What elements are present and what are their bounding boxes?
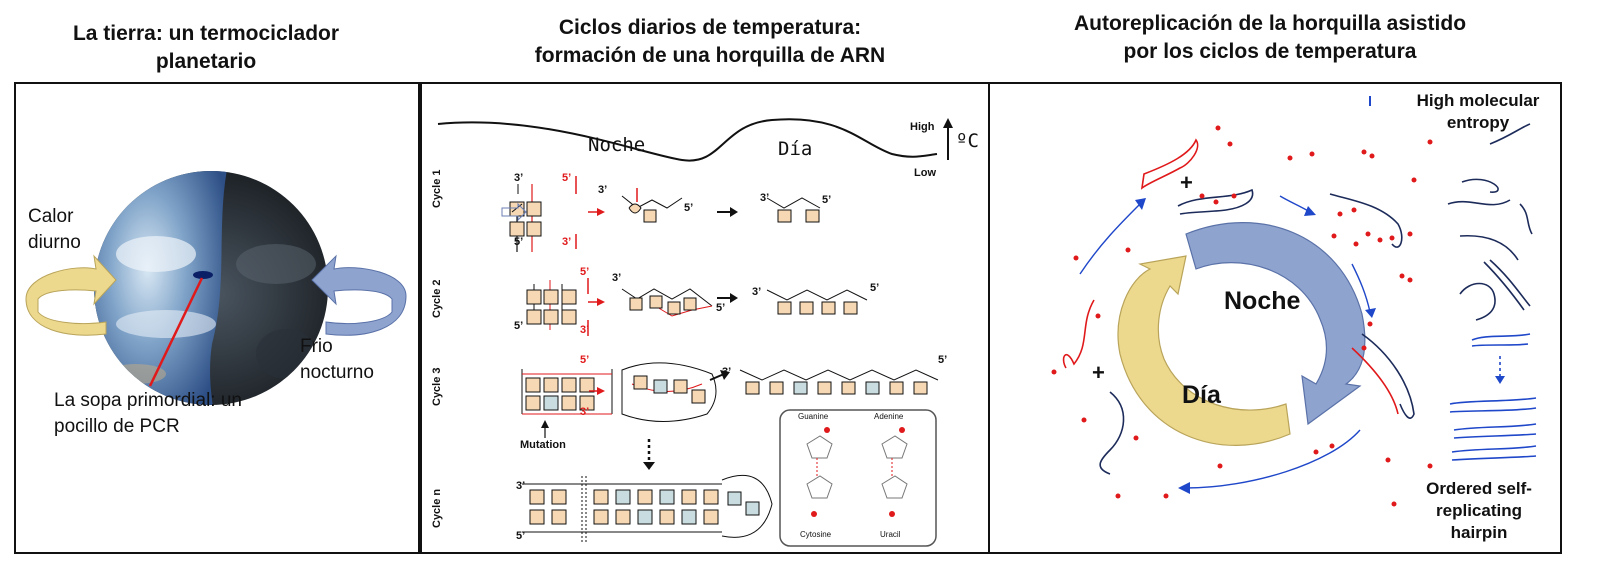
heading-left-line1: La tierra: un termociclador [72, 22, 340, 45]
cold-label-line1: Frio [300, 336, 333, 357]
day-label-right: Día [1182, 381, 1221, 409]
prime-label: 3’ [752, 286, 762, 298]
pcr-well-dot [193, 271, 213, 279]
self-replication-diagram [1051, 96, 1537, 507]
cycle-2-label: Cycle 2 [431, 279, 443, 318]
entropy-label-line2: entropy [1446, 113, 1510, 132]
heat-arrow [25, 254, 117, 336]
heading-right-line2: por los ciclos de temperatura [1123, 40, 1417, 63]
prime-label: 5’ [562, 172, 572, 184]
prime-label: 5’ [580, 266, 590, 278]
panel-earth-thermocycler: Calor diurno Frio nocturno La sopa primo… [14, 82, 420, 554]
heading-middle-line1: Ciclos diarios de temperatura: [558, 16, 862, 39]
entropy-label: High molecular entropy [1408, 90, 1548, 134]
earth-globe [94, 171, 328, 405]
soup-label-line1: La sopa primordial: un [54, 390, 242, 411]
adenine-label: Adenine [874, 412, 904, 421]
guanine-label: Guanine [798, 412, 829, 421]
cycle-3-label: Cycle 3 [431, 367, 443, 406]
cold-arrow [311, 254, 407, 336]
heat-label: Calor diurno [28, 204, 81, 256]
prime-label: 3’ [580, 324, 590, 336]
prime-label: 3’ [516, 480, 526, 492]
ordered-hairpin-line3: hairpin [1450, 523, 1508, 542]
uracil-label: Uracil [880, 530, 901, 539]
entropy-label-line1: High molecular [1416, 91, 1540, 110]
flow-arrow [1079, 203, 1141, 275]
prime-label: 3’ [612, 272, 622, 284]
bases-inset [779, 409, 937, 547]
soup-label: La sopa primordial: un pocillo de PCR [54, 388, 242, 440]
panel-daily-cycles: Noche Día High Low ºC Cycle 1 Cycle 2 Cy… [420, 82, 990, 554]
soup-label-line2: pocillo de PCR [54, 416, 180, 437]
heading-right-line1: Autoreplicación de la horquilla asistido [1073, 12, 1467, 35]
strand [1099, 391, 1125, 475]
strand [1140, 138, 1199, 190]
day-label: Día [778, 138, 813, 160]
hairpin-formation-diagram [437, 118, 953, 547]
heat-label-line1: Calor [28, 206, 74, 227]
high-label: High [910, 121, 935, 133]
prime-label: 5’ [514, 236, 524, 248]
unit-label: ºC [956, 130, 979, 152]
ordered-hairpin-line1: Ordered self- [1426, 479, 1532, 498]
night-label-right: Noche [1224, 287, 1301, 315]
cytosine-label: Cytosine [800, 530, 832, 539]
cycle-3-diagram [521, 362, 939, 438]
cycle-n-label: Cycle n [431, 488, 443, 528]
earth-illustration [25, 171, 407, 405]
prime-label: 5’ [938, 354, 948, 366]
strand [1177, 188, 1254, 215]
ordered-hairpin-line2: replicating [1436, 501, 1522, 520]
flow-arrow [1279, 195, 1311, 213]
plus-sign: + [1092, 360, 1105, 385]
heading-left: La tierra: un termociclador planetario [0, 20, 412, 76]
prime-label: 3’ [562, 236, 572, 248]
flow-arrow [1185, 429, 1361, 489]
prime-label: 5’ [580, 354, 590, 366]
strand [1062, 299, 1095, 369]
cycle-1-label: Cycle 1 [431, 169, 443, 208]
night-arrow [1185, 221, 1366, 426]
heading-left-line2: planetario [155, 50, 257, 73]
prime-label: 5’ [716, 302, 726, 314]
cold-label-line2: nocturno [300, 362, 374, 383]
prime-label: 3’ [580, 406, 590, 418]
monomer-dots [1051, 125, 1433, 507]
prime-label: 5’ [514, 320, 524, 332]
prime-label: 3’ [722, 366, 732, 378]
pointer-line [148, 277, 204, 387]
heat-label-line2: diurno [28, 232, 81, 253]
prime-label: 5’ [684, 202, 694, 214]
prime-label: 5’ [516, 530, 526, 542]
flow-arrow [1351, 263, 1371, 313]
panel-self-replication: Noche Día + + High molecular entropy Ord… [988, 82, 1562, 554]
heading-right: Autoreplicación de la horquilla asistido… [1000, 10, 1540, 66]
cycle-n-diagram [522, 475, 773, 544]
prime-label: 5’ [822, 194, 832, 206]
prime-label: 3’ [760, 192, 770, 204]
strand [1361, 333, 1415, 419]
plus-sign: + [1180, 170, 1193, 195]
cycle-2-diagram [526, 278, 868, 336]
cold-label: Frio nocturno [300, 334, 374, 386]
strand [1351, 347, 1399, 415]
cycle-1-diagram [501, 176, 821, 252]
prime-label: 3’ [598, 184, 608, 196]
night-label: Noche [588, 134, 646, 156]
prime-label: 5’ [870, 282, 880, 294]
heading-middle-line2: formación de una horquilla de ARN [534, 44, 886, 67]
low-label: Low [914, 167, 936, 179]
temperature-curve [437, 118, 938, 162]
heading-middle: Ciclos diarios de temperatura: formación… [440, 14, 980, 70]
mutation-label: Mutation [520, 439, 566, 451]
prime-label: 3’ [514, 172, 524, 184]
day-arrow [1117, 255, 1291, 447]
strand [1329, 193, 1403, 248]
ordered-hairpin-label: Ordered self- replicating hairpin [1404, 478, 1554, 544]
